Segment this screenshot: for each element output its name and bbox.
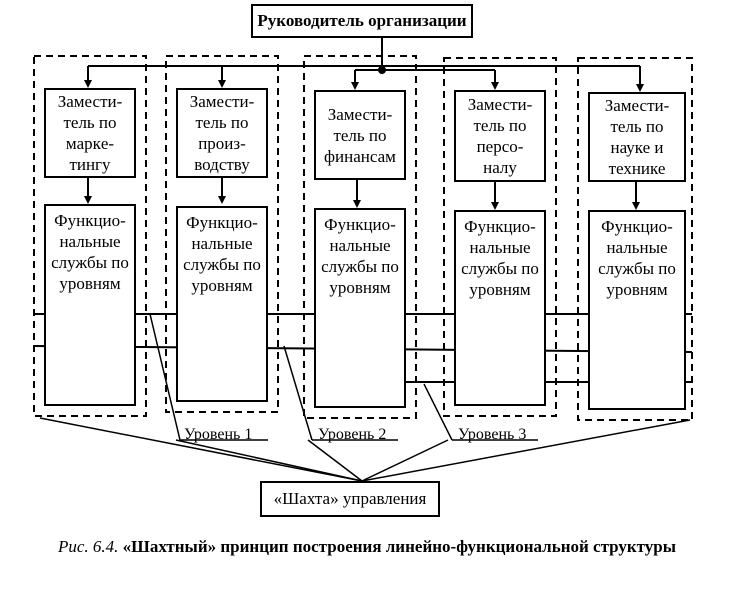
head-of-organization-box: Руководитель организации [251, 4, 473, 38]
dashed-group-production [165, 55, 279, 413]
deputy-marketing-box: Замести- тель по маркe- тингу [44, 88, 136, 178]
caption-text: «Шахтный» принцип построения линейно-фун… [122, 537, 677, 556]
caption-prefix: Рис. 6.4. [57, 537, 119, 556]
deputy-personnel-box: Замести- тель по персо- налу [454, 90, 546, 182]
level-3-label: Уровень 3 [458, 426, 527, 443]
functional-services-finance: Функцио- нальные службы по уровням [314, 208, 406, 408]
functional-services-science: Функцио- нальные службы по уровням [588, 210, 686, 410]
deputy-finance-box: Замести- тель по финансам [314, 90, 406, 180]
management-shaft-box: «Шахта» управления [260, 481, 440, 517]
level-1-label: Уровень 1 [184, 426, 253, 443]
level-2-label: Уровень 2 [318, 426, 387, 443]
dashed-group-finance [303, 55, 417, 419]
dashed-group-science [577, 57, 693, 421]
functional-services-marketing: Функцио- нальные службы по уровням [44, 204, 136, 406]
functional-services-personnel: Функцио- нальные службы по уровням [454, 210, 546, 406]
deputy-production-box: Замести- тель по произ- водству [176, 88, 268, 178]
functional-services-production: Функцио- нальные службы по уровням [176, 206, 268, 402]
deputy-science-box: Замести- тель по науке и технике [588, 92, 686, 182]
dashed-group-personnel [443, 57, 557, 417]
dashed-group-marketing [33, 55, 147, 417]
figure-caption: Рис. 6.4. «Шахтный» принцип построения л… [0, 536, 734, 558]
